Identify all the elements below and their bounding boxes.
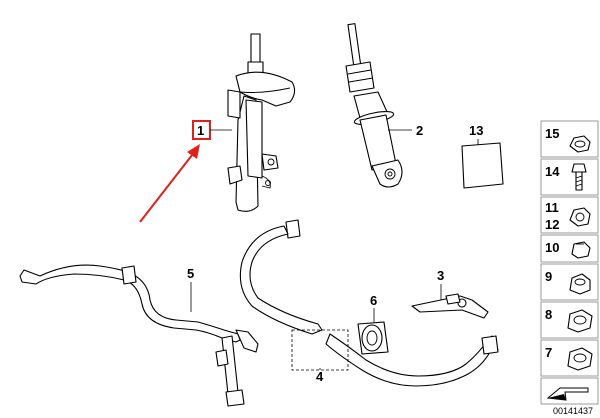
sidebar-item-15[interactable]: 15 [540, 120, 599, 158]
sidebar-item-8[interactable]: 8 [540, 301, 599, 339]
callout-13-label: 13 [469, 123, 483, 138]
nut-icon [567, 309, 593, 333]
hardware-sidebar: 15 14 11 12 [540, 120, 599, 405]
sidebar-item-10[interactable]: 10 [540, 234, 599, 263]
front-stabilizer-bar-part[interactable] [19, 264, 259, 407]
callout-1-label: 1 [197, 123, 204, 138]
shock-absorber-part[interactable] [345, 23, 403, 188]
direction-arrow-cell [540, 377, 599, 405]
sidebar-item-label: 7 [545, 345, 552, 360]
sidebar-item-label: 9 [545, 269, 552, 284]
sidebar-item-9[interactable]: 9 [540, 263, 599, 301]
sidebar-item-label: 8 [545, 307, 552, 322]
document-number: 00141437 [553, 406, 593, 416]
link-bracket-part[interactable] [411, 293, 489, 319]
callout-3-label: 3 [437, 268, 444, 283]
sidebar-item-label: 11 [545, 200, 559, 215]
sidebar-item-label: 12 [545, 217, 559, 232]
callout-6-label: 6 [370, 293, 377, 308]
nut-icon [569, 273, 591, 295]
nut-icon [569, 207, 591, 227]
sidebar-item-label: 10 [545, 240, 559, 255]
nut-icon [569, 135, 591, 153]
callout-5-label: 5 [187, 266, 194, 281]
callout-4-bracket [291, 329, 349, 371]
callout-4-label: 4 [316, 369, 324, 384]
bolt-icon [571, 163, 587, 191]
front-strut-part[interactable] [227, 33, 296, 212]
nut-icon [571, 241, 591, 259]
nut-icon [567, 347, 593, 371]
label-sticker-part[interactable] [461, 142, 504, 189]
direction-arrow-icon [546, 387, 589, 401]
red-arrow-icon [139, 144, 200, 223]
rear-stabilizer-bar-part[interactable] [239, 219, 499, 387]
sidebar-item-label: 15 [545, 126, 559, 141]
sidebar-item-label: 14 [545, 164, 560, 179]
sidebar-item-14[interactable]: 14 [540, 158, 599, 196]
sidebar-item-7[interactable]: 7 [540, 339, 599, 377]
callout-2-label: 2 [416, 123, 423, 138]
sidebar-item-11-12[interactable]: 11 12 [540, 196, 599, 234]
rubber-bushing-part[interactable] [357, 321, 389, 355]
